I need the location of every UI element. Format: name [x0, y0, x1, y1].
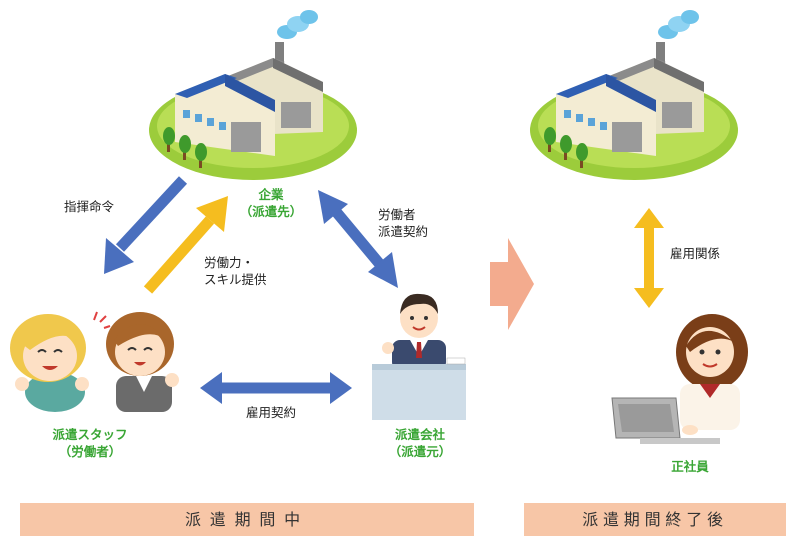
employment-relation-arrow	[634, 208, 664, 308]
company-name: 企業	[258, 187, 284, 202]
transition-arrow	[490, 238, 534, 330]
agency-label: 派遣会社 （派遣元）	[372, 426, 468, 460]
staff-illustration	[10, 311, 179, 412]
employee-label: 正社員	[650, 458, 730, 475]
command-arrow	[104, 176, 188, 274]
staff-label: 派遣スタッフ （労働者）	[30, 426, 150, 460]
agency-name: 派遣会社	[394, 427, 445, 442]
period-after-band: 派遣期間終了後	[524, 503, 786, 536]
dispatch-contract-arrow	[318, 190, 398, 288]
labor-provision-line2: スキル提供	[204, 272, 267, 287]
employment-relation-label: 雇用関係	[670, 246, 721, 261]
employment-contract-label: 雇用契約	[246, 405, 297, 420]
labor-provision-line1: 労働力・	[204, 255, 255, 270]
period-during-band: 派遣期間中	[20, 503, 474, 536]
company-factory-illustration	[149, 10, 357, 180]
employment-contract-arrow	[200, 372, 352, 404]
employee-illustration	[611, 314, 748, 444]
company-label: 企業 （派遣先）	[235, 186, 307, 220]
labor-provision-arrow	[143, 196, 228, 294]
dispatch-contract-line1: 労働者	[378, 207, 416, 222]
company-sub: （派遣先）	[239, 204, 303, 219]
employee-name: 正社員	[671, 459, 709, 474]
staff-sub: （労働者）	[58, 444, 122, 459]
command-label: 指揮命令	[64, 199, 115, 214]
labor-provision-label: 労働力・ スキル提供	[204, 254, 267, 288]
dispatch-contract-label: 労働者 派遣契約	[378, 206, 428, 240]
after-company-factory-illustration	[530, 10, 738, 180]
agency-sub: （派遣元）	[388, 444, 452, 459]
staff-name: 派遣スタッフ	[52, 427, 128, 442]
dispatch-contract-line2: 派遣契約	[378, 224, 429, 239]
agency-illustration	[372, 293, 466, 420]
